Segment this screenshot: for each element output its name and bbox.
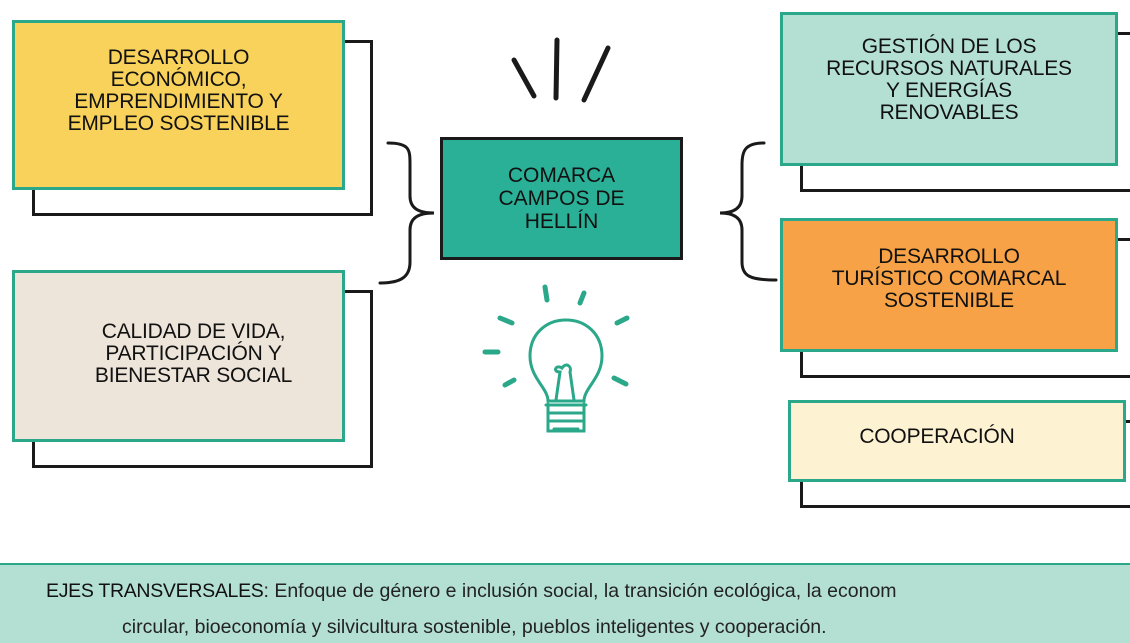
transversal-axes-banner: EJES TRANSVERSALES: Enfoque de género e … — [0, 563, 1130, 643]
transversal-lead: EJES TRANSVERSALES — [46, 580, 264, 602]
card-label: GESTIÓN DE LOS RECURSOS NATURALES Y ENER… — [826, 35, 1072, 124]
right-brace-icon — [719, 141, 778, 282]
card-desarrollo-turistico: DESARROLLO TURÍSTICO COMARCAL SOSTENIBLE — [780, 218, 1118, 352]
spark-lines-icon — [511, 37, 611, 103]
card-label: CALIDAD DE VIDA, PARTICIPACIÓN Y BIENEST… — [94, 319, 293, 387]
card-label: DESARROLLO ECONÓMICO, EMPRENDIMIENTO Y E… — [67, 46, 290, 135]
card-cooperacion: COOPERACIÓN — [788, 400, 1126, 482]
card-label: COOPERACIÓN — [859, 425, 1015, 448]
center-node: COMARCA CAMPOS DE HELLÍN — [440, 137, 683, 260]
card-label: DESARROLLO TURÍSTICO COMARCAL SOSTENIBLE — [831, 245, 1067, 312]
card-calidad-de-vida: CALIDAD DE VIDA, PARTICIPACIÓN Y BIENEST… — [12, 270, 345, 442]
transversal-line-1: : Enfoque de género e inclusión social, … — [263, 580, 897, 602]
transversal-line-2: circular, bioeconomía y silvicultura sos… — [122, 616, 827, 638]
card-desarrollo-economico: DESARROLLO ECONÓMICO, EMPRENDIMIENTO Y E… — [12, 20, 345, 190]
lightbulb-icon — [482, 284, 630, 433]
card-gestion-recursos: GESTIÓN DE LOS RECURSOS NATURALES Y ENER… — [780, 12, 1118, 166]
left-brace-icon — [378, 141, 435, 285]
